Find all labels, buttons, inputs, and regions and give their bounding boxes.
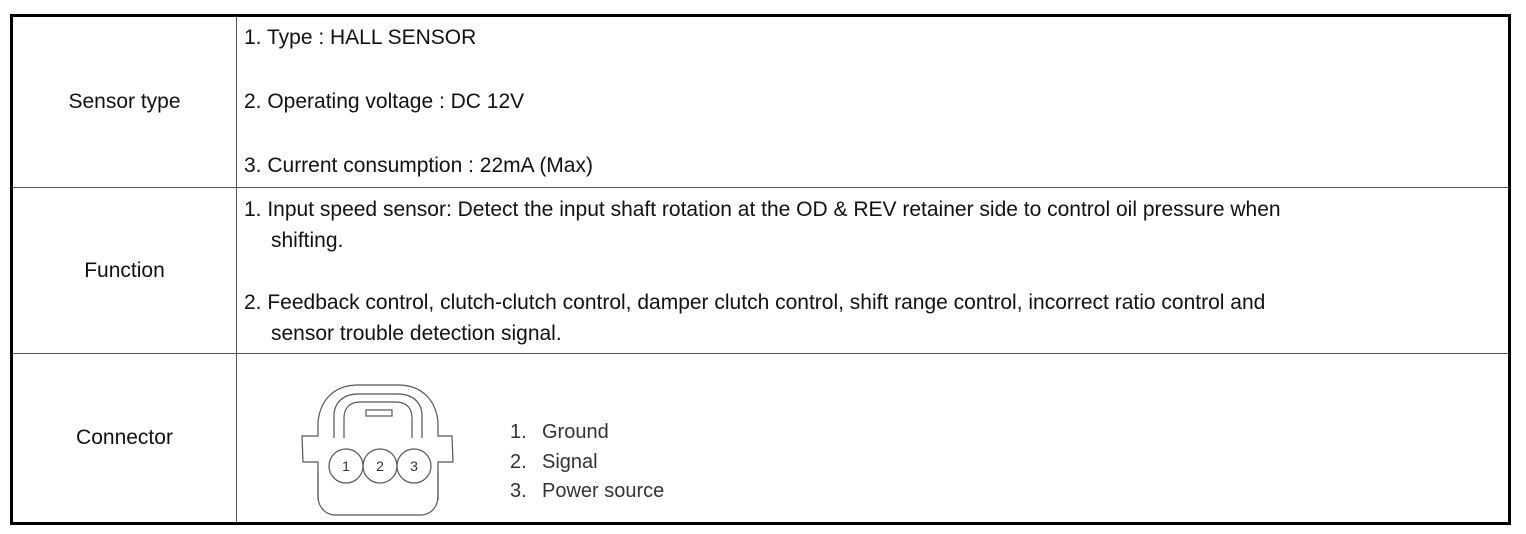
connector-label: Connector — [13, 354, 237, 522]
pin-number: 2. — [510, 450, 527, 473]
diagram-pin-3: 3 — [410, 458, 418, 474]
sensor-type-item-3: 3. Current consumption : 22mA (Max) — [244, 154, 593, 177]
diagram-pin-1: 1 — [342, 458, 350, 474]
row-sensor-type: Sensor type 1. Type : HALL SENSOR 2. Ope… — [13, 17, 1508, 188]
row-function: Function 1. Input speed sensor: Detect t… — [13, 188, 1508, 354]
pin-number: 1. — [510, 421, 527, 443]
pin-item-2: 2. Signal — [510, 448, 664, 478]
row-connector: Connector — [13, 354, 1508, 522]
sensor-type-content: 1. Type : HALL SENSOR 2. Operating volta… — [238, 17, 1508, 187]
function-item-1-line-1: 1. Input speed sensor: Detect the input … — [244, 198, 1281, 221]
pin-list: 1. Ground 2. Signal 3. Power source — [510, 418, 664, 507]
sensor-type-item-1: 1. Type : HALL SENSOR — [244, 26, 477, 49]
function-item-1-line-2: shifting. — [271, 229, 344, 252]
pin-name: Power source — [542, 480, 665, 502]
connector-diagram-icon: 1 2 3 — [301, 384, 454, 516]
pin-name: Ground — [542, 421, 609, 443]
function-item-2-line-2: sensor trouble detection signal. — [271, 322, 562, 345]
pin-item-3: 3. Power source — [510, 477, 664, 507]
function-content: 1. Input speed sensor: Detect the input … — [238, 188, 1508, 353]
pin-name: Signal — [542, 450, 598, 473]
sensor-type-label: Sensor type — [13, 17, 237, 187]
function-item-2-line-1: 2. Feedback control, clutch-clutch contr… — [244, 291, 1266, 314]
pin-item-1: 1. Ground — [510, 418, 664, 448]
pin-number: 3. — [510, 480, 527, 502]
spec-table: Sensor type 1. Type : HALL SENSOR 2. Ope… — [10, 14, 1511, 525]
function-label: Function — [13, 188, 237, 353]
sensor-type-item-2: 2. Operating voltage : DC 12V — [244, 90, 525, 113]
diagram-pin-2: 2 — [376, 458, 384, 474]
connector-content: 1 2 3 1. Ground 2. Signal 3. Power source — [238, 354, 1508, 522]
